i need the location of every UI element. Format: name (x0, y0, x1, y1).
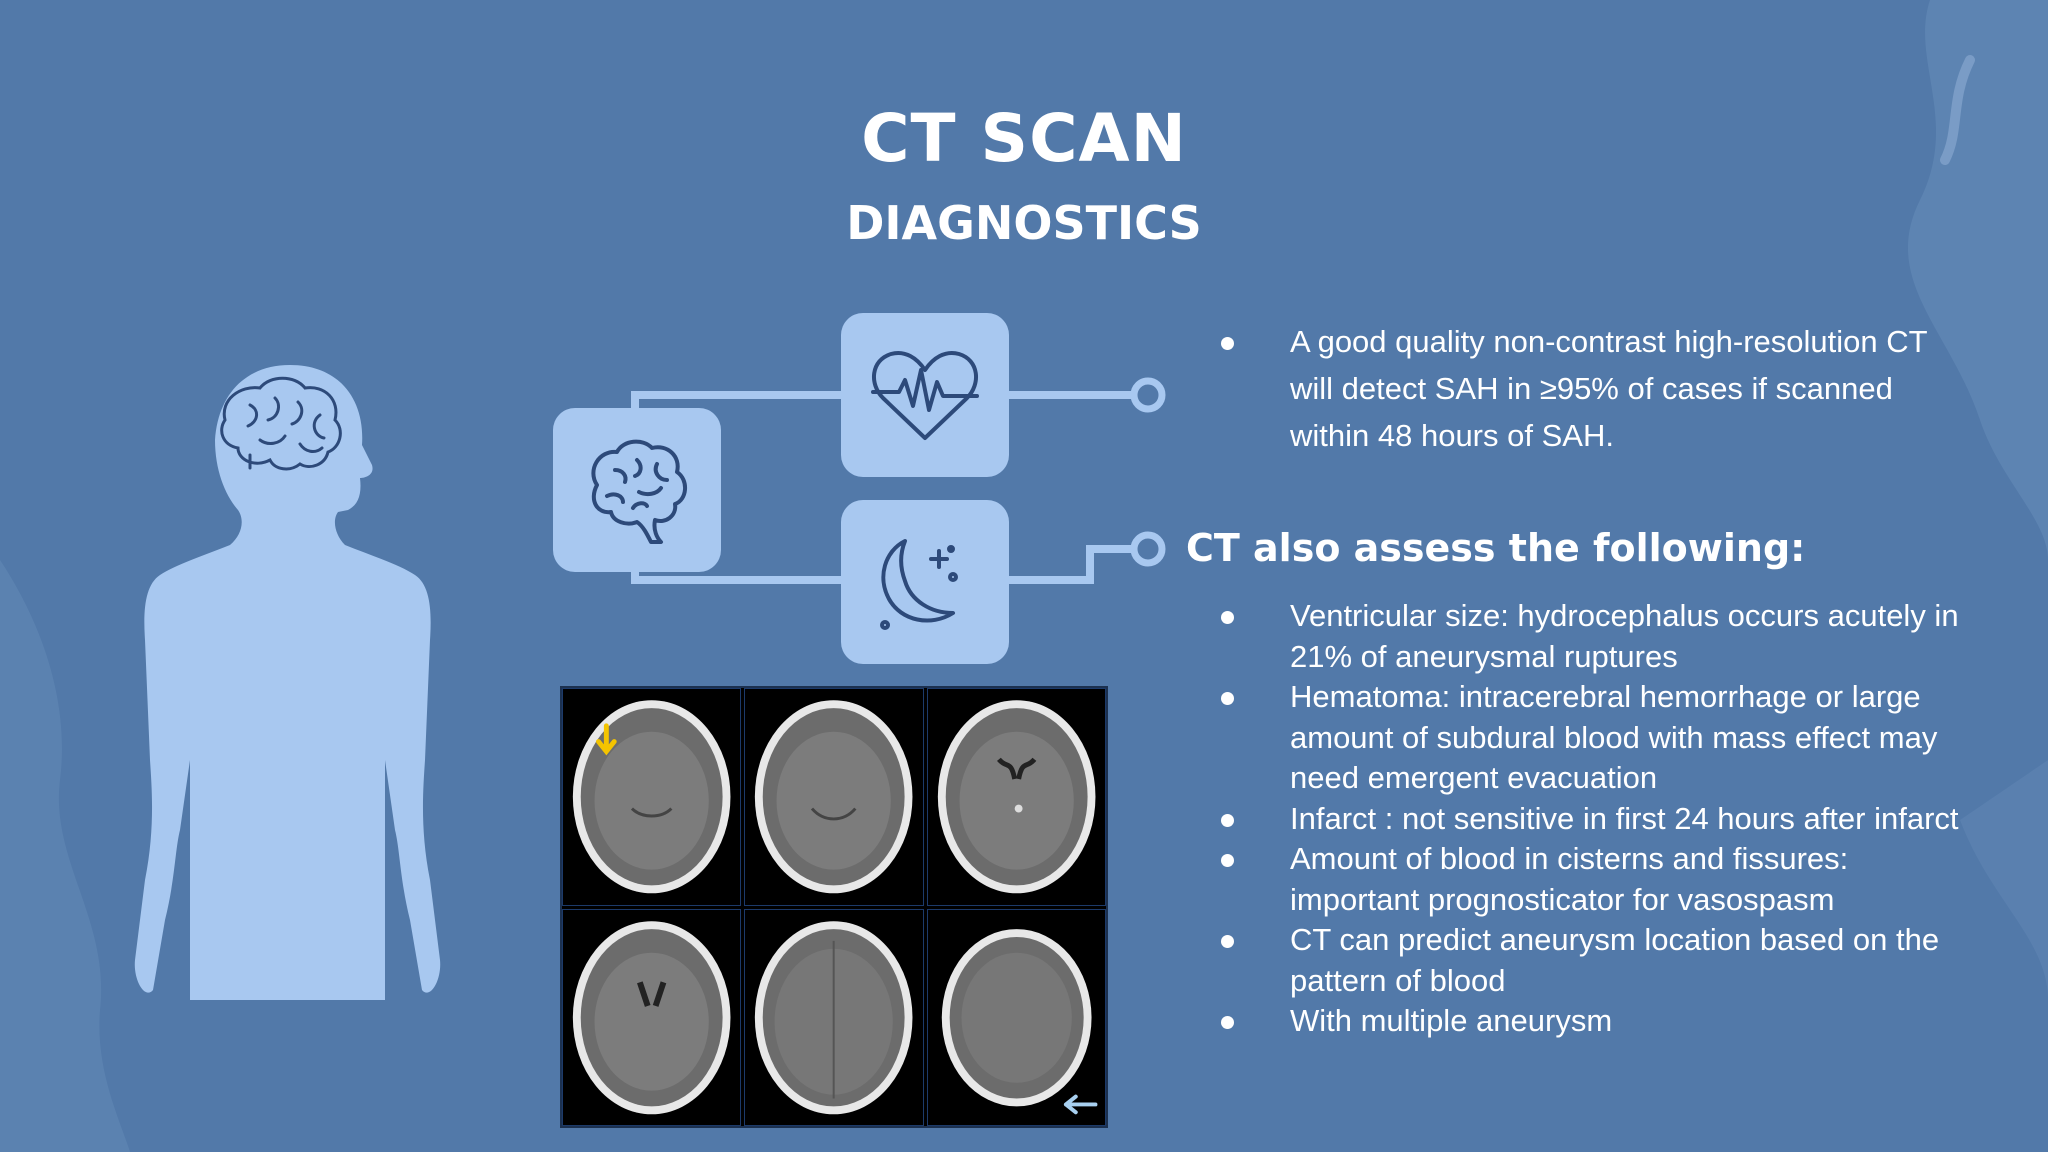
assess-bullet-item: Hematoma: intracerebral hemorrhage or la… (1212, 677, 1972, 799)
assess-bullet-item: CT can predict aneurysm location based o… (1212, 920, 1972, 1001)
moon-stars-icon (880, 539, 958, 630)
heart-icon-box (841, 313, 1009, 477)
brain-icon (591, 439, 687, 544)
intro-bullet-list: A good quality non-contrast high-resolut… (1212, 318, 1952, 459)
ct-slice-4 (562, 908, 742, 1126)
intro-bullet-item: A good quality non-contrast high-resolut… (1212, 318, 1952, 459)
heart-pulse-icon (871, 351, 979, 440)
human-silhouette (134, 365, 441, 1000)
brain-icon-box (553, 408, 721, 572)
ct-slice-1 (562, 688, 742, 906)
blue-arrow (1063, 1094, 1098, 1114)
ct-slice-6 (926, 908, 1106, 1126)
ct-slice-2 (744, 688, 924, 906)
yellow-arrow (596, 723, 617, 756)
assess-bullet-item: With multiple aneurysm (1212, 1001, 1972, 1042)
slide-title: CT SCAN (861, 100, 1187, 177)
assess-bullet-item: Ventricular size: hydrocephalus occurs a… (1212, 596, 1972, 677)
slide-subtitle: DIAGNOSTICS (846, 196, 1202, 250)
assess-bullet-item: Amount of blood in cisterns and fissures… (1212, 839, 1972, 920)
assess-bullet-item: Infarct : not sensitive in first 24 hour… (1212, 799, 1972, 840)
ct-scan-image (560, 686, 1108, 1128)
ct-slice-5 (744, 908, 924, 1126)
assess-bullet-list: Ventricular size: hydrocephalus occurs a… (1212, 596, 1972, 1042)
moon-icon-box (841, 500, 1009, 664)
assess-heading: CT also assess the following: (1186, 526, 1806, 570)
ct-slice-3 (926, 688, 1106, 906)
